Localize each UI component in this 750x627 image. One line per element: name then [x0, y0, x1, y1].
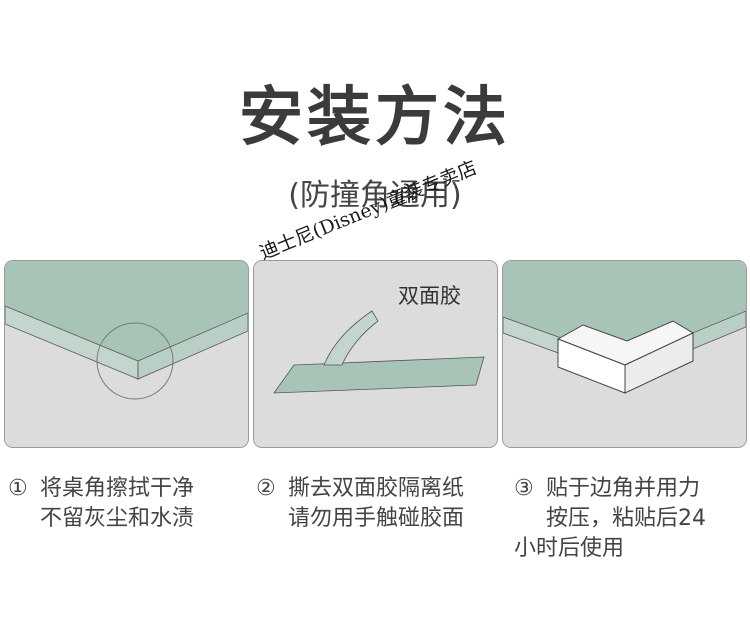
step-1-illustration	[4, 260, 249, 448]
step-number: ②	[256, 476, 276, 501]
step-1-text: ① 将桌角擦拭干净 不留灰尘和水渍	[8, 474, 194, 534]
step-line: 不留灰尘和水渍	[40, 506, 195, 531]
step-line: 请勿用手触碰胶面	[288, 506, 465, 531]
step-3-illustration	[502, 260, 747, 448]
step-line: 按压，粘贴后24	[546, 506, 706, 531]
step-number: ①	[8, 476, 28, 501]
step-line: 小时后使用	[514, 536, 625, 561]
step-2-illustration	[253, 260, 498, 448]
step-line: 将桌角擦拭干净	[40, 476, 195, 501]
step-2-text: ② 撕去双面胶隔离纸 请勿用手触碰胶面	[256, 474, 464, 534]
step-line: 撕去双面胶隔离纸	[288, 476, 465, 501]
step-line: 贴于边角并用力	[546, 476, 701, 501]
tape-label: 双面胶	[398, 284, 461, 308]
page-subtitle: (防撞角通用)	[288, 178, 462, 213]
page-title: 安装方法	[239, 81, 511, 155]
step-3-text: ③ 贴于边角并用力 按压，粘贴后24 小时后使用	[514, 474, 706, 564]
step-number: ③	[514, 476, 534, 501]
